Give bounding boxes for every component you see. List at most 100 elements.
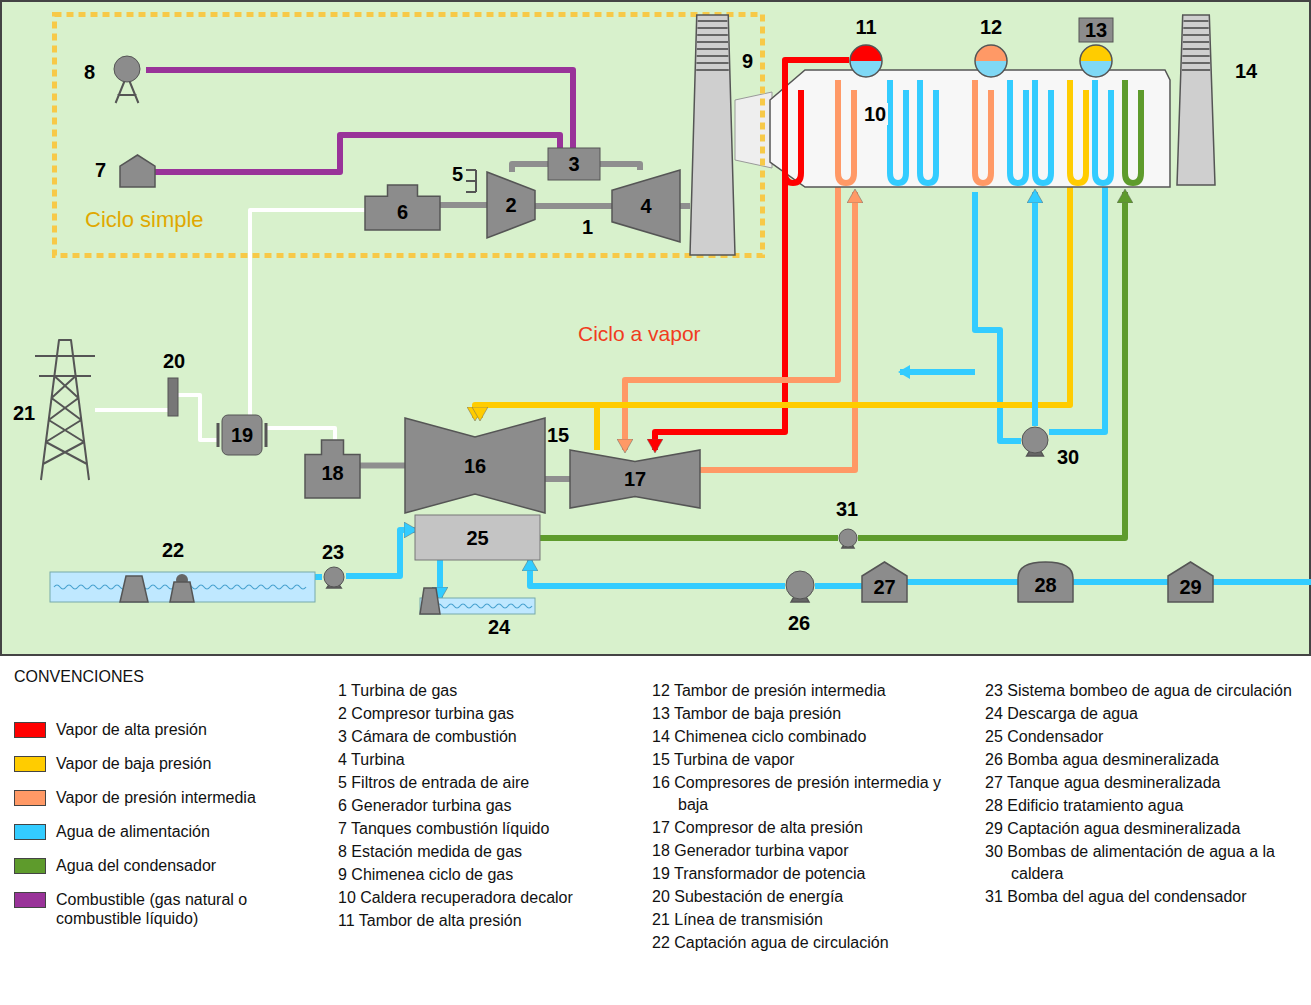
pump-symbol [786,571,814,599]
key-entry: 13 Tambor de baja presión [652,703,972,725]
component-box [168,378,178,416]
pipe-connector [600,164,640,170]
compressor-symbol [487,172,535,238]
drum-water [850,61,882,77]
legend-swatch [14,858,46,874]
callout-number: 17 [624,468,646,490]
callout-number: 15 [547,424,569,446]
legend-row: Vapor de alta presión [14,720,276,739]
pipe-connector [346,530,415,576]
legend-text: Agua de alimentación [56,822,276,841]
pipe-connector [315,574,322,580]
callout-number: 25 [466,527,488,549]
pump-symbol [839,529,857,547]
key-entry: 31 Bomba del agua del condensador [985,886,1303,908]
callout-number: 9 [742,50,753,72]
plant-component: 6 [365,185,440,230]
transformer-fins [218,423,266,447]
pipe-connector [178,395,218,440]
drum-steam [850,45,882,61]
pipe-connector [545,476,570,482]
component-shape [974,44,1008,78]
component-shape [420,598,535,614]
chimney-band [697,55,729,57]
pipe-connector [512,164,548,172]
chimney-band [1182,62,1210,64]
callout-number: 13 [1085,19,1107,41]
transmission-tower [35,340,95,480]
plant-component: 29 [1168,562,1213,602]
key-entry: 7 Tanques combustión líquido [338,818,638,840]
dashed-boundary [55,15,763,256]
key-entry: 8 Estación medida de gas [338,841,638,863]
plant-component: 25 [415,515,540,560]
key-entry: 5 Filtros de entrada de aire [338,772,638,794]
generator-symbol [365,185,440,230]
key-entry: 4 Turbina [338,749,638,771]
legend-swatch [14,824,46,840]
pump-symbol [324,567,344,587]
callout-number: 10 [862,103,888,125]
pipe-connector [95,408,168,412]
pipe-connector [540,535,838,541]
plant-component: 3 [548,148,600,180]
water-waves [424,604,532,608]
callout-number: 5 [452,163,463,185]
tank-building [862,562,907,602]
key-entry: 6 Generador turbina gas [338,795,638,817]
component-shape [690,15,735,255]
legend-swatch [14,790,46,806]
feedwater-pipe [975,192,1021,441]
plant-component: 17 [570,450,700,508]
key-entry: 1 Turbina de gas [338,680,638,702]
plant-component: 27 [862,562,907,602]
boiler-casing [770,70,1170,187]
legend-text: Vapor de alta presión [56,720,276,739]
callout-number: 14 [1235,60,1257,82]
pipe-connector [440,202,487,208]
chimney-band [697,48,728,50]
component-box [548,148,600,180]
plant-component: 21 [35,340,95,480]
intake-structure [170,582,194,602]
chimney-band [1183,27,1208,29]
plant-component: 19 [218,415,266,455]
plant-component: 31 [838,528,858,548]
component-shape [120,155,155,187]
transformer-body [222,415,262,455]
drum-water [975,61,1007,77]
key-entry: 2 Compresor turbina gas [338,703,638,725]
component-shape [168,378,178,416]
pipe-connector [360,463,405,469]
key-entry: 22 Captación agua de circulación [652,932,972,954]
boiler-tube [920,80,936,183]
key-entry: 11 Tambor de alta presión [338,910,638,932]
key-entry: 28 Edificio tratamiento agua [985,795,1303,817]
chimney-band [696,62,728,64]
boiler-tube [1095,80,1111,183]
chimney-band [697,27,727,29]
plant-component: 8 [108,55,146,103]
callout-number: 1 [582,216,593,238]
key-entry: 9 Chimenea ciclo de gas [338,864,638,886]
intake-structure [120,576,148,602]
boiler-tube [975,80,991,183]
legend-text: Combustible (gas natural o combustible l… [56,890,276,928]
legend-row: Vapor de baja presión [14,754,276,773]
drum-outline [850,45,882,77]
chimney-band [698,20,728,22]
key-entry: 17 Compresor de alta presión [652,817,972,839]
callout-number: 4 [640,195,651,217]
key-entry: 3 Cámara de combustión [338,726,638,748]
gas-sphere [114,56,140,82]
drum-steam [975,45,1007,61]
plant-component: 24 [420,598,535,614]
plant-ground [1,1,1310,655]
key-entry: 20 Subestación de energía [652,886,972,908]
air-filter-symbol [466,170,476,192]
callout-number: 7 [95,159,106,181]
chimney-band [697,41,728,43]
callout-number: 26 [788,612,810,634]
cycle-region: Ciclo simple3624879 [52,12,765,258]
chimney-band [1183,48,1210,50]
